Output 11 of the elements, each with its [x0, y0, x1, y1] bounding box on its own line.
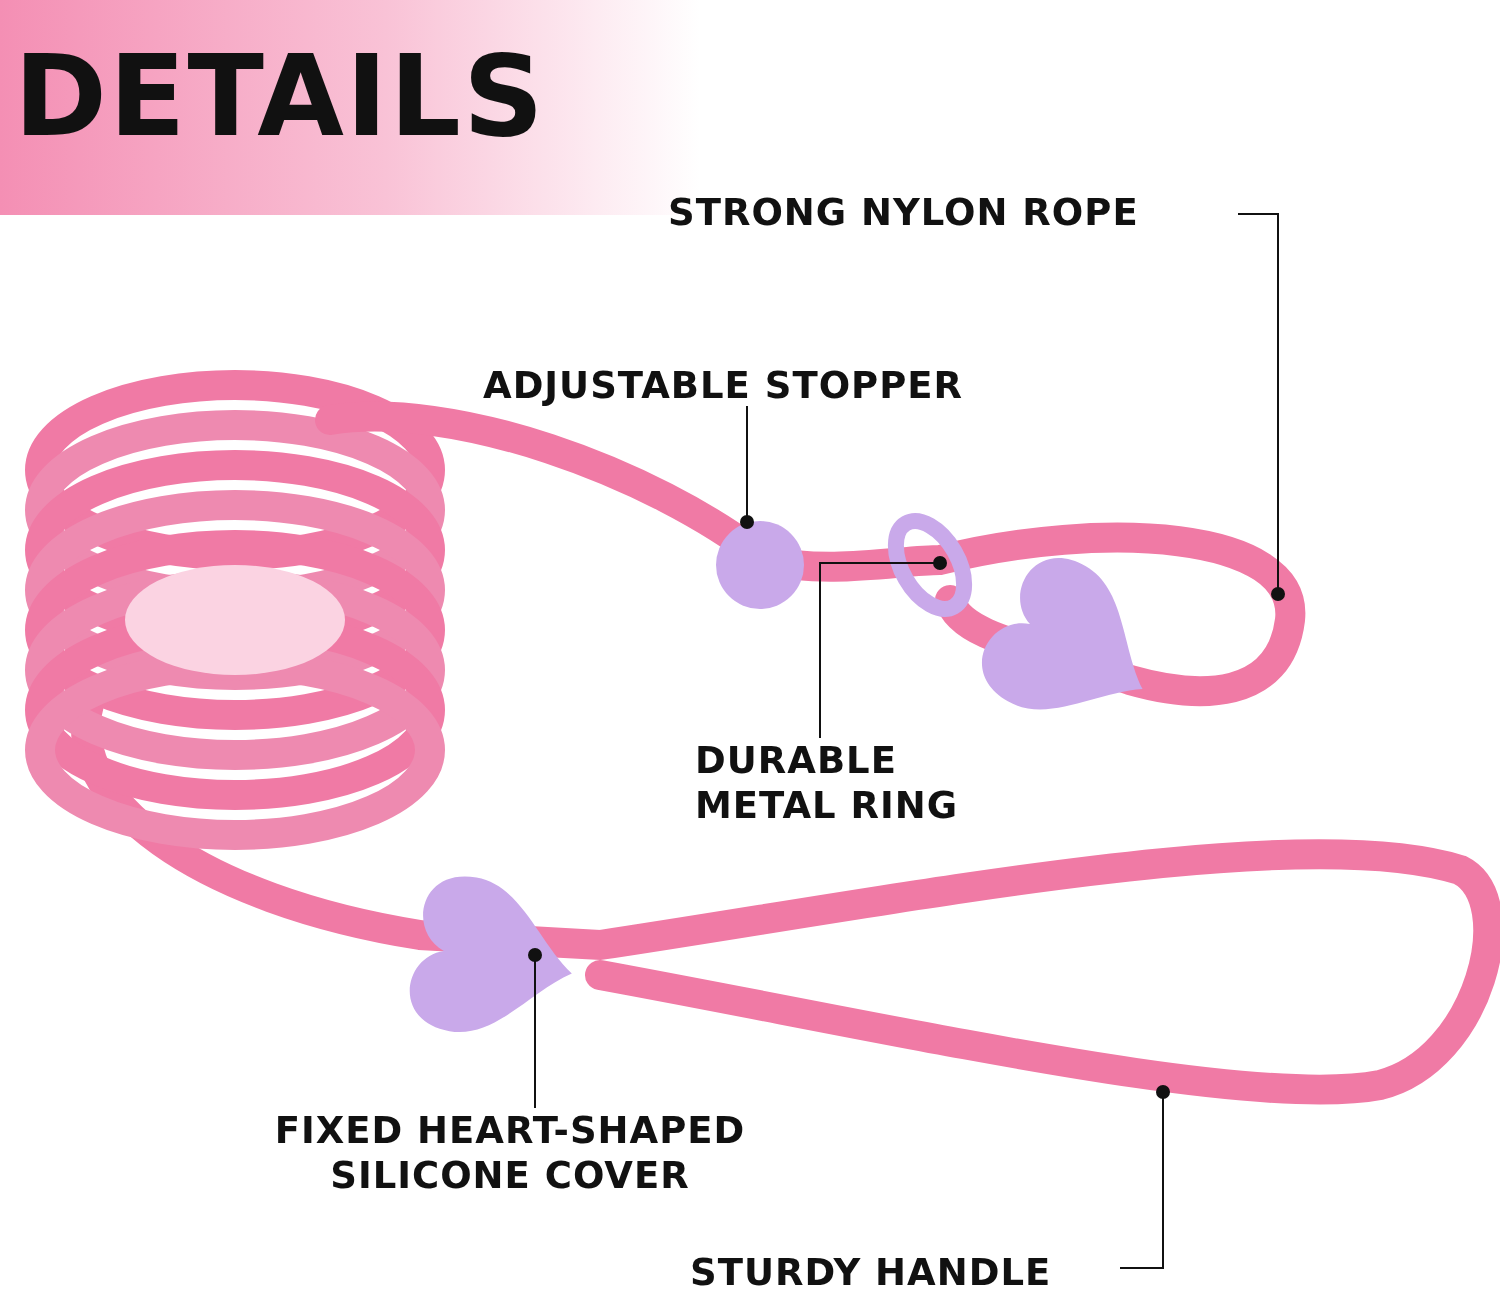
leader-line	[528, 948, 542, 1109]
callout-label: STURDY HANDLE	[690, 1250, 1110, 1291]
title: DETAILS	[14, 40, 546, 152]
callout-label: ADJUSTABLE STOPPER	[483, 363, 1043, 408]
callout-label: FIXED HEART-SHAPED SILICONE COVER	[230, 1108, 790, 1198]
leader-line	[740, 405, 754, 529]
leader-line	[819, 556, 947, 739]
leader-line	[1237, 213, 1285, 601]
callout-label: DURABLE METAL RING	[695, 738, 1015, 828]
callout-label: STRONG NYLON ROPE	[668, 190, 1228, 235]
leader-line	[1119, 1085, 1170, 1269]
